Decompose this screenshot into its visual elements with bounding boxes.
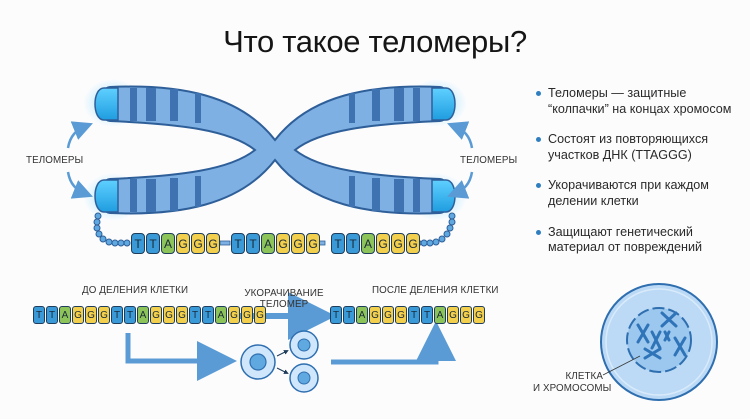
- fact-text: Укорачиваются при каждом делении клетки: [548, 178, 709, 208]
- cell-label: КЛЕТКА И ХРОМОСОМЫ: [533, 371, 611, 395]
- nucleotide-a: A: [361, 233, 375, 254]
- nucleotide-t: T: [202, 306, 214, 324]
- nucleotide-t: T: [343, 306, 355, 324]
- nucleotide-t: T: [421, 306, 433, 324]
- nucleotide-g: G: [382, 306, 394, 324]
- nucleotide-g: G: [369, 306, 381, 324]
- nucleotide-g: G: [473, 306, 485, 324]
- telomere-cap: [94, 87, 119, 121]
- page-title: Что такое теломеры?: [223, 24, 527, 59]
- nucleotide-t: T: [189, 306, 201, 324]
- telomere-cap: [431, 179, 456, 213]
- fact-item: Теломеры — защитные “колпачки” на концах…: [536, 86, 750, 117]
- shortening-label-line2: ТЕЛОМЕР: [259, 299, 309, 310]
- chromosome: [83, 79, 467, 221]
- fact-text: Защищают генетический материал от повреж…: [548, 224, 703, 255]
- telomeres-label-left: ТЕЛОМЕРЫ: [26, 155, 84, 166]
- nucleotide-g: G: [191, 233, 205, 254]
- nucleotide-a: A: [261, 233, 275, 254]
- nucleotide-g: G: [150, 306, 162, 324]
- nucleotide-g: G: [376, 233, 390, 254]
- telomere-facts-list: Теломеры — защитные “колпачки” на концах…: [536, 86, 750, 271]
- nucleotide-g: G: [98, 306, 110, 324]
- nucleotide-g: G: [176, 233, 190, 254]
- telomere-cap: [94, 179, 119, 213]
- telomeres-label-right: ТЕЛОМЕРЫ: [460, 155, 518, 166]
- after-division-label: ПОСЛЕ ДЕЛЕНИЯ КЛЕТКИ: [372, 285, 499, 296]
- fact-item: Состоят из повторяющихся участков ДНК (T…: [536, 132, 750, 163]
- fact-text: Теломеры — защитные “колпачки” на концах…: [548, 86, 732, 116]
- nucleotide-g: G: [406, 233, 420, 254]
- nucleotide-g: G: [176, 306, 188, 324]
- arrow-icon: [66, 171, 93, 199]
- nucleotide-g: G: [391, 233, 405, 254]
- bullet-icon: [536, 137, 541, 143]
- bullet-icon: [536, 229, 541, 235]
- nucleotide-t: T: [111, 306, 123, 324]
- nucleotide-g: G: [254, 306, 266, 324]
- fact-text: Состоят из повторяющихся участков ДНК (T…: [548, 132, 709, 162]
- bullet-icon: [536, 183, 541, 189]
- nucleotide-g: G: [228, 306, 240, 324]
- nucleotide-t: T: [346, 233, 360, 254]
- shortening-label-line1: УКОРАЧИВАНИЕ: [244, 288, 324, 299]
- nucleotide-g: G: [163, 306, 175, 324]
- nucleotide-t: T: [408, 306, 420, 324]
- nucleotide-a: A: [434, 306, 446, 324]
- nucleotide-g: G: [276, 233, 290, 254]
- cell-label-line2: И ХРОМОСОМЫ: [533, 383, 612, 394]
- nucleotide-g: G: [72, 306, 84, 324]
- before-division-label: ДО ДЕЛЕНИЯ КЛЕТКИ: [82, 285, 189, 296]
- nucleotide-a: A: [215, 306, 227, 324]
- cell-division-icon: [240, 330, 319, 393]
- telomere-cap: [431, 87, 456, 121]
- nucleotide-a: A: [59, 306, 71, 324]
- nucleotide-g: G: [460, 306, 472, 324]
- nucleotide-a: A: [356, 306, 368, 324]
- nucleotide-g: G: [206, 233, 220, 254]
- nucleotide-t: T: [331, 233, 345, 254]
- arrow-icon: [66, 121, 93, 149]
- nucleotide-g: G: [306, 233, 320, 254]
- shortening-label: УКОРАЧИВАНИЕ ТЕЛОМЕР: [244, 288, 324, 310]
- flow-arrow-down-right: [125, 333, 237, 381]
- nucleotide-t: T: [131, 233, 145, 254]
- nucleotide-g: G: [241, 306, 253, 324]
- chromosome-bands: [130, 88, 420, 212]
- nucleotide-t: T: [33, 306, 45, 324]
- nucleotide-t: T: [231, 233, 245, 254]
- nucleotide-g: G: [291, 233, 305, 254]
- flow-arrow-right-up: [331, 321, 456, 365]
- cell-label-line1: КЛЕТКА: [565, 371, 603, 382]
- bullet-icon: [536, 91, 541, 96]
- dna-connector: [219, 240, 231, 246]
- nucleotide-g: G: [85, 306, 97, 324]
- nucleotide-t: T: [246, 233, 260, 254]
- nucleotide-t: T: [124, 306, 136, 324]
- nucleotide-t: T: [46, 306, 58, 324]
- nucleotide-g: G: [395, 306, 407, 324]
- fact-item: Укорачиваются при каждом делении клетки: [536, 178, 750, 209]
- nucleotide-a: A: [161, 233, 175, 254]
- nucleotide-g: G: [447, 306, 459, 324]
- nucleotide-t: T: [146, 233, 160, 254]
- chromosome-body: [100, 85, 450, 215]
- nucleotide-t: T: [330, 306, 342, 324]
- arrow-icon: [447, 171, 474, 199]
- arrow-icon: [447, 121, 474, 149]
- nucleotide-a: A: [137, 306, 149, 324]
- cell-illustration: [600, 283, 718, 401]
- fact-item: Защищают генетический материал от повреж…: [536, 225, 750, 256]
